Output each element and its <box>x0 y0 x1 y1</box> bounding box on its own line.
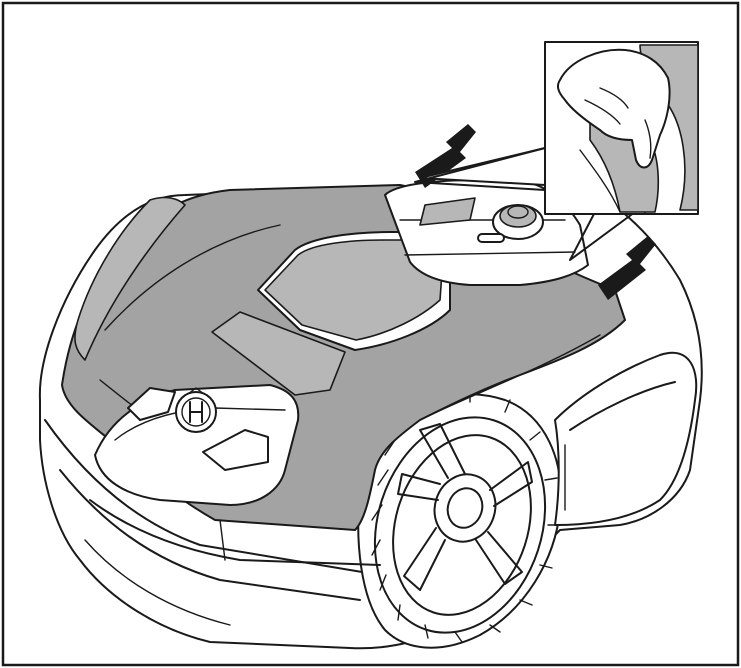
right-fender <box>554 351 698 526</box>
front-lip <box>89 499 381 566</box>
arrow-icon-right <box>598 236 656 300</box>
arrow-icon-left <box>415 124 476 188</box>
front-block <box>94 384 300 506</box>
front-tray <box>211 311 346 396</box>
detail-inset <box>414 41 699 261</box>
hand-icon <box>556 48 671 169</box>
control-deck <box>384 179 589 286</box>
rear-wheel <box>357 389 562 649</box>
brand-logo-icon <box>175 387 217 433</box>
top-lid <box>257 231 451 351</box>
front-seam <box>219 519 226 561</box>
